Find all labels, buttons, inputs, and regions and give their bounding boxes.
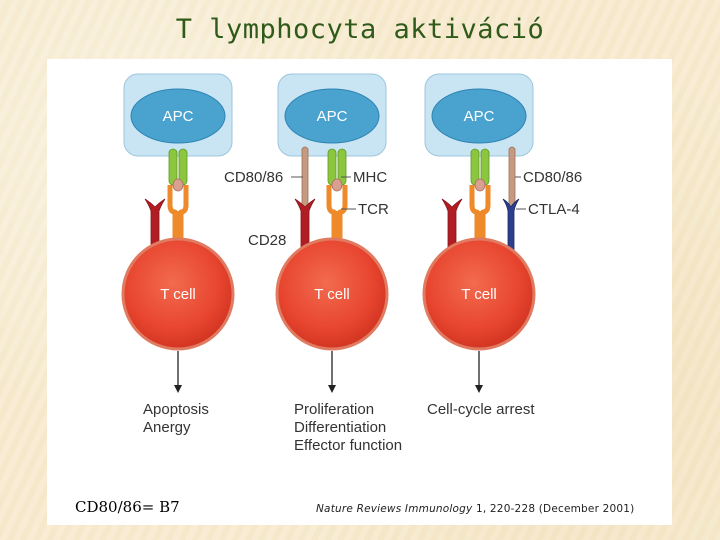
label-ctla4: CTLA-4 xyxy=(528,201,580,218)
label-cd28: CD28 xyxy=(248,232,286,249)
t-cell-label: T cell xyxy=(314,286,350,303)
outcome-line: Apoptosis xyxy=(143,401,209,418)
apc-cell xyxy=(130,88,226,144)
citation-journal: Nature Reviews Immunology xyxy=(316,503,473,515)
label-cd80-86: CD80/86 xyxy=(224,169,283,186)
arrow-head xyxy=(475,385,483,393)
outcome-line: Proliferation xyxy=(294,401,374,418)
scenario-ctla4: APC T cell Cell-cycle arrest xyxy=(422,73,536,418)
outcome-line: Anergy xyxy=(143,419,191,436)
figure-panel: APC T cell Apoptosis Anergy APC T cell P… xyxy=(47,59,672,525)
footnote-b7: CD80/86= B7 xyxy=(75,498,180,516)
t-cell-label: T cell xyxy=(160,286,196,303)
apc-label: APC xyxy=(317,108,348,125)
label-tcr: TCR xyxy=(358,201,389,218)
apc-label: APC xyxy=(163,108,194,125)
outcome-line: Cell-cycle arrest xyxy=(427,401,535,418)
citation: Nature Reviews Immunology 1, 220-228 (De… xyxy=(316,503,634,515)
label-mhc: MHC xyxy=(353,169,387,186)
t-cell xyxy=(121,237,235,351)
t-cell xyxy=(422,237,536,351)
t-cell xyxy=(275,237,389,351)
arrow-head xyxy=(174,385,182,393)
citation-details: 1, 220-228 (December 2001) xyxy=(472,503,635,515)
label-cd80-86-right: CD80/86 xyxy=(523,169,582,186)
apc-cell xyxy=(431,88,527,144)
page-title: T lymphocyta aktiváció xyxy=(175,14,545,45)
scenario-cd28-only: APC T cell Apoptosis Anergy xyxy=(121,73,235,436)
outcome-line: Differentiation xyxy=(294,419,386,436)
t-cell-activation-diagram: APC T cell Apoptosis Anergy APC T cell P… xyxy=(121,73,582,454)
apc-cell xyxy=(284,88,380,144)
scenario-full-activation: APC T cell Proliferation Differentiation… xyxy=(275,73,402,454)
cd80-86-ligand xyxy=(508,146,516,208)
t-cell-label: T cell xyxy=(461,286,497,303)
arrow-head xyxy=(328,385,336,393)
outcome-line: Effector function xyxy=(294,437,402,454)
apc-label: APC xyxy=(464,108,495,125)
